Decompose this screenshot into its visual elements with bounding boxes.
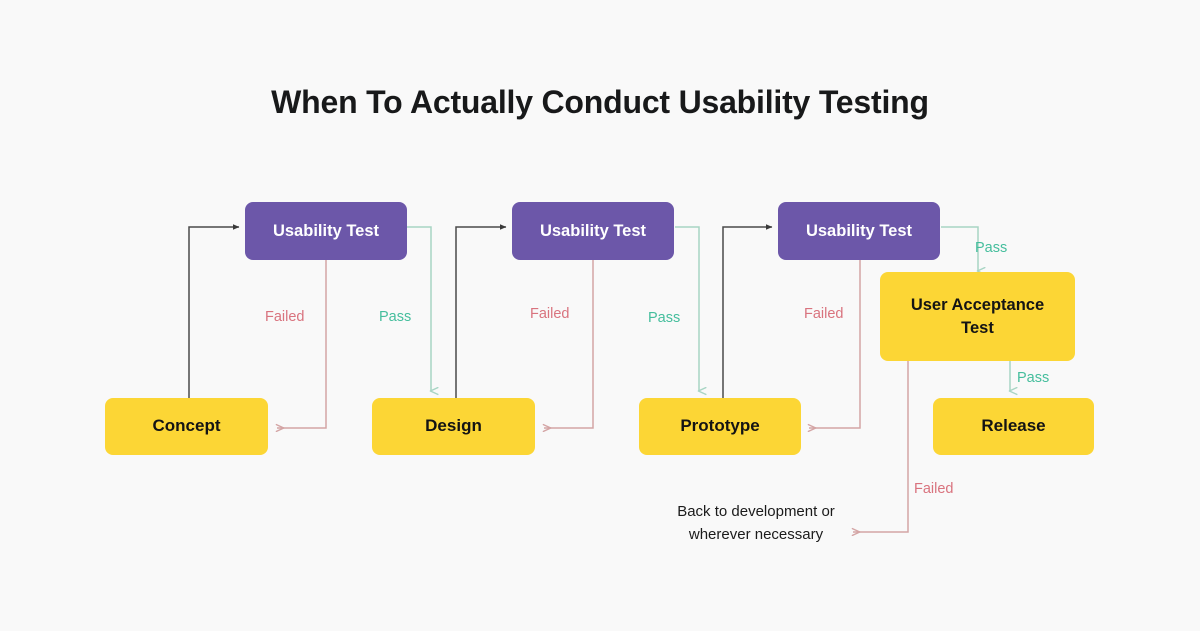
edge-prototype-to-test3 — [722, 224, 773, 398]
edge-label-pass-3: Pass — [975, 240, 1008, 256]
node-usability-test-1[interactable]: Usability Test — [245, 202, 407, 260]
edge-label-failed-1: Failed — [265, 309, 305, 325]
node-concept[interactable]: Concept — [105, 398, 268, 455]
node-design[interactable]: Design — [372, 398, 535, 455]
edge-test3-failed-to-prototype — [809, 260, 861, 428]
edge-test1-failed-to-concept — [277, 260, 327, 428]
edge-test2-pass-to-prototype — [675, 226, 699, 391]
edge-label-pass-4: Pass — [1017, 370, 1050, 386]
edge-label-pass-2: Pass — [648, 310, 681, 326]
node-user-acceptance-test[interactable]: User Acceptance Test — [880, 272, 1075, 361]
edge-test3-pass-to-uat — [941, 226, 978, 271]
edge-label-failed-4: Failed — [914, 481, 954, 497]
edge-concept-to-test1 — [188, 224, 240, 398]
node-prototype[interactable]: Prototype — [639, 398, 801, 455]
node-usability-test-2[interactable]: Usability Test — [512, 202, 674, 260]
edge-design-to-test2 — [455, 224, 507, 398]
note-line-2: wherever necessary — [688, 525, 824, 543]
node-usability-test-3[interactable]: Usability Test — [778, 202, 940, 260]
page-title: When To Actually Conduct Usability Testi… — [271, 84, 929, 120]
node-release[interactable]: Release — [933, 398, 1094, 455]
edge-label-failed-3: Failed — [804, 306, 844, 322]
edge-label-failed-2: Failed — [530, 306, 570, 322]
note-line-1: Back to development or — [677, 503, 835, 520]
edge-label-pass-1: Pass — [379, 309, 412, 325]
edge-test2-failed-to-design — [544, 260, 594, 428]
note-back-to-development: Back to development or wherever necessar… — [612, 501, 900, 546]
